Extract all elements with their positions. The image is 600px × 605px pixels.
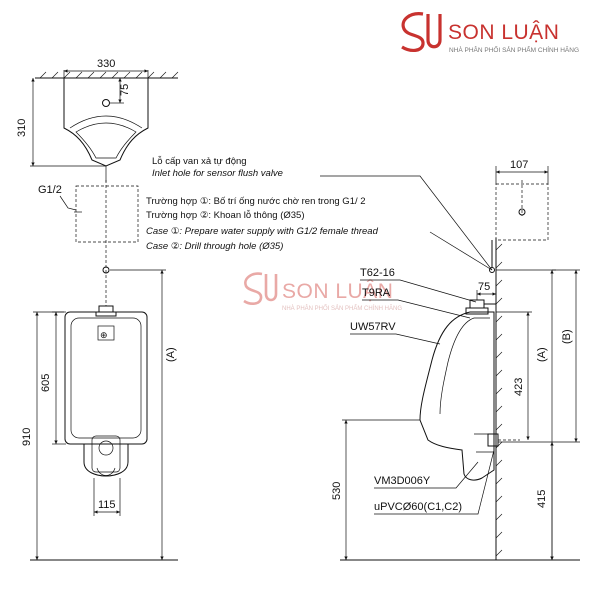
dim-530: 530 [331, 482, 343, 500]
watermark-tagline: NHÀ PHÂN PHỐI SẢN PHẨM CHÍNH HÃNG [282, 305, 402, 312]
note-inlet-en: Inlet hole for sensor flush valve [152, 168, 283, 179]
urinal-front-body [64, 311, 148, 445]
dim-75-top: 75 [119, 84, 131, 96]
brand-tagline: NHÀ PHÂN PHỐI SẢN PHẨM CHÍNH HÃNG [449, 44, 579, 54]
dim-605: 605 [40, 374, 52, 392]
inlet-dashed-box [75, 185, 139, 243]
sensor-window [97, 325, 115, 341]
side-inlet-dashed-box [495, 183, 549, 241]
dim-a-side: (A) [536, 347, 548, 362]
watermark: SON LUẬN NHÀ PHÂN PHỐI SẢN PHẨM CHÍNH HÃ… [243, 272, 402, 312]
inlet-hole-marker [102, 99, 110, 107]
top-wall-hatch [39, 71, 179, 79]
dim-423: 423 [513, 378, 525, 396]
dim-310: 310 [16, 119, 28, 137]
part-uw57rv: UW57RV [350, 321, 396, 333]
brand-name: SON LUẬN [448, 21, 559, 44]
dim-115: 115 [98, 499, 116, 511]
part-t62-16: T62-16 [360, 267, 395, 279]
note-inlet-vi: Lỗ cấp van xả tự động [152, 156, 247, 167]
dim-910: 910 [21, 428, 33, 446]
dim-330: 330 [97, 58, 115, 70]
dim-a-front: (A) [165, 347, 177, 362]
note-case2-vi: Trường hợp ②: Khoan lỗ thông (Ø35) [146, 210, 304, 221]
note-case1-vi: Trường hợp ①: Bố trí ống nước chờ ren tr… [146, 196, 366, 207]
part-vm3d006y: VM3D006Y [374, 475, 431, 487]
watermark-logo-icon [243, 272, 278, 305]
dim-415: 415 [536, 490, 548, 508]
note-leader [320, 175, 493, 271]
note-case2-en: Case ②: Drill through hole (Ø35) [146, 241, 283, 252]
part-upvc60: uPVCØ60(C1,C2) [374, 501, 462, 513]
notes-block: Lỗ cấp van xả tự động Inlet hole for sen… [146, 156, 493, 271]
urinal-side-body [419, 311, 495, 481]
front-view: G1/2 ⊕ (A) 605 910 115 [21, 180, 178, 561]
top-view-bowl [75, 122, 137, 159]
svg-text:⊕: ⊕ [100, 330, 108, 340]
watermark-name: SON LUẬN [282, 280, 393, 303]
brand-logo: SON LUẬN NHÀ PHÂN PHỐI SẢN PHẨM CHÍNH HÃ… [401, 12, 579, 54]
dim-b: (B) [561, 329, 573, 344]
part-t9ra: T9RA [362, 287, 391, 299]
top-view-outline [63, 77, 149, 167]
note-case1-en: Case ①: Prepare water supply with G1/2 f… [146, 226, 379, 237]
top-view: 330 75 310 [16, 58, 179, 182]
dim-75-side: 75 [478, 281, 490, 293]
dim-107: 107 [510, 159, 528, 171]
urinal-outlet [83, 444, 129, 477]
brand-logo-icon [401, 12, 442, 52]
side-wall-hatch [495, 243, 503, 557]
side-view: 107 T62-16 T9RA UW57RV 75 VM3D006Y uPVCØ… [331, 159, 580, 561]
fitting-g12-label: G1/2 [38, 184, 62, 196]
